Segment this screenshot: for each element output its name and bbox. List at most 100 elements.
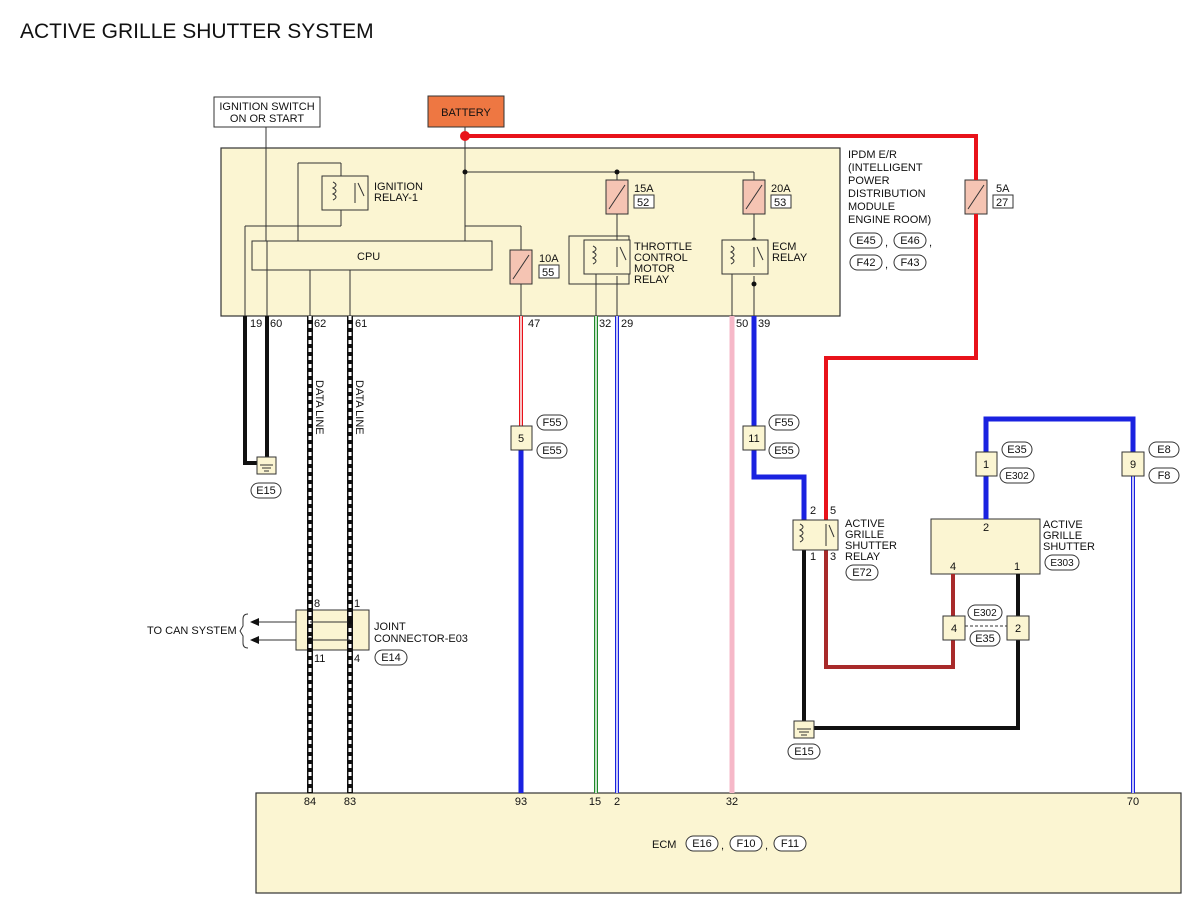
data-line-label-2: DATA LINE	[353, 380, 365, 435]
ipdm-pin-32: 32	[599, 318, 611, 330]
connector-1	[975, 451, 998, 477]
ipdm-label-5: MODULE	[848, 201, 895, 213]
conn-11-f55: F55	[775, 417, 794, 429]
throttle-label-3: MOTOR	[634, 263, 675, 275]
ign-relay-label-1: IGNITION	[374, 181, 423, 193]
ecm-pin-32: 32	[726, 796, 738, 808]
agsr-pin-5: 5	[830, 505, 836, 517]
junction-dot	[614, 169, 620, 175]
can-bracket	[239, 613, 249, 649]
ign-relay-label-2: RELAY-1	[374, 192, 418, 204]
fuse-20a-amp: 20A	[771, 183, 791, 195]
cpu-label: CPU	[357, 251, 380, 263]
ipdm-label-1: IPDM E/R	[848, 149, 897, 161]
ags-conn-oval	[1044, 554, 1080, 571]
connector-9-label: 9	[1130, 459, 1136, 471]
fuse-10a-num: 55	[542, 267, 554, 279]
ecm-relay-label-2: RELAY	[772, 252, 808, 264]
fuse-10a-amp: 10A	[539, 253, 559, 265]
ipdm-pin-39: 39	[758, 318, 770, 330]
ground-symbol-left	[256, 456, 277, 475]
agsr-label-2: GRILLE	[845, 529, 884, 541]
ipdm-pin-60: 60	[270, 318, 282, 330]
fuse-5a-amp: 5A	[996, 183, 1010, 195]
agsr-pin-2: 2	[810, 505, 816, 517]
wire-red-relay-feed	[824, 214, 978, 520]
ipdm-conn-e45: E45	[856, 235, 876, 247]
ipdm-conn-oval	[849, 254, 883, 271]
ipdm-pin-29: 29	[621, 318, 633, 330]
ipdm-internal-wiring	[244, 127, 755, 316]
ecm-module	[255, 792, 1182, 894]
conn-4-e302: E302	[973, 608, 997, 619]
to-can-label: TO CAN SYSTEM	[147, 625, 237, 637]
ipdm-label-2: (INTELLIGENT	[848, 162, 923, 174]
wire-blue-39-lower	[751, 450, 807, 520]
conn-5-e55: E55	[542, 445, 562, 457]
ipdm-pin-62: 62	[314, 318, 326, 330]
conn-9-e8: E8	[1157, 444, 1170, 456]
throttle-control-motor-relay	[583, 239, 631, 275]
joint-conn-oval	[374, 649, 408, 666]
ecm-conn-oval	[685, 835, 719, 852]
ipdm-conn-f42: F42	[857, 257, 876, 269]
junction-dot	[751, 281, 757, 287]
connector-2-label: 2	[1015, 623, 1021, 635]
fuse-10a	[509, 249, 560, 285]
battery-box	[427, 95, 505, 128]
ags-pin-1: 1	[1014, 561, 1020, 573]
ipdm-label-4: DISTRIBUTION	[848, 188, 926, 200]
ipdm-conn-oval	[849, 232, 883, 249]
ipdm-pin-61: 61	[355, 318, 367, 330]
connector-2	[1006, 615, 1030, 641]
ags-label-3: SHUTTER	[1043, 541, 1095, 553]
connector-oval	[969, 630, 1001, 647]
wire-black-ground	[802, 550, 1020, 730]
connector-5	[510, 425, 533, 451]
fuse-20a	[742, 179, 792, 215]
comma: ,	[721, 840, 724, 852]
wire-brown	[824, 550, 955, 669]
ipdm-conn-oval	[893, 232, 927, 249]
connector-1-label: 1	[983, 459, 989, 471]
data-line-label-1: DATA LINE	[313, 380, 325, 435]
agsr-conn-oval	[845, 564, 879, 581]
joint-pin-1: 1	[354, 598, 360, 610]
ecm-pin-84: 84	[304, 796, 316, 808]
ecm-relay-label-1: ECM	[772, 241, 796, 253]
ags-pin-2: 2	[983, 522, 989, 534]
connector-oval	[1001, 441, 1033, 458]
conn-1-e302: E302	[1005, 471, 1029, 482]
wire-black-19	[243, 316, 262, 465]
connector-11	[742, 425, 766, 451]
ecm-pin-83: 83	[344, 796, 356, 808]
ipdm-pin-19: 19	[250, 318, 262, 330]
connector-oval	[768, 442, 800, 459]
ags-conn: E303	[1050, 558, 1074, 569]
ecm-label: ECM	[652, 839, 676, 851]
ipdm-label-6: ENGINE ROOM)	[848, 214, 931, 226]
ground-oval	[250, 482, 282, 499]
ipdm-module	[220, 147, 841, 317]
joint-label-2: CONNECTOR-E03	[374, 633, 468, 645]
throttle-label-4: RELAY	[634, 274, 670, 286]
conn-5-f55: F55	[543, 417, 562, 429]
comma: ,	[765, 840, 768, 852]
joint-connector-box	[295, 609, 370, 651]
conn-11-e55: E55	[774, 445, 794, 457]
fuse-5a	[964, 179, 1014, 215]
joint-label-1: JOINT	[374, 621, 406, 633]
joint-conn: E14	[381, 652, 401, 664]
ecm-conn-f10: F10	[737, 838, 756, 850]
ipdm-label-3: POWER	[848, 175, 890, 187]
connector-oval	[536, 414, 568, 431]
ecm-pin-93: 93	[515, 796, 527, 808]
ground-oval	[787, 743, 821, 760]
ignition-relay	[321, 175, 369, 211]
ground-symbol-right	[793, 720, 815, 739]
agsr-label-3: SHUTTER	[845, 540, 897, 552]
connector-11-label: 11	[748, 433, 759, 445]
ecm-conn-oval	[729, 835, 763, 852]
joint-dot	[307, 637, 313, 643]
